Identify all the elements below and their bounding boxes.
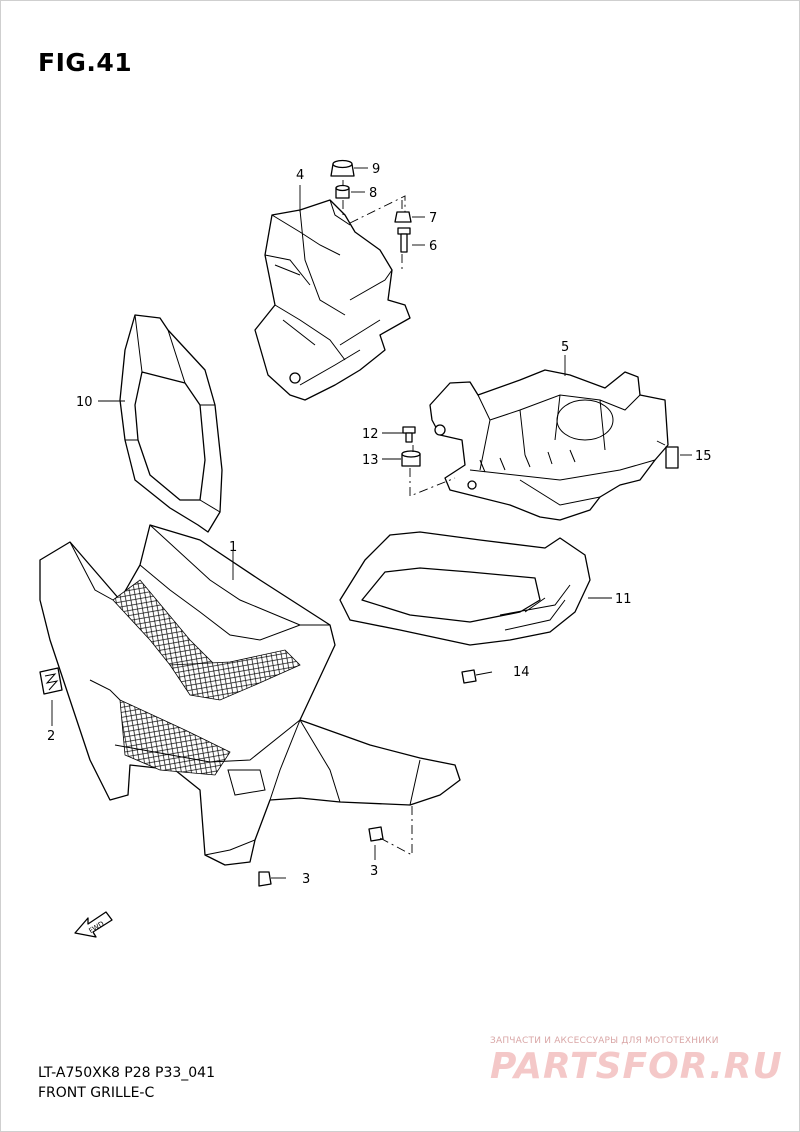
callout-12: 12 [362,427,379,442]
part-6-bolt[interactable] [397,227,411,253]
part-11-right-frame[interactable] [339,531,591,646]
part-4-upper-bracket[interactable] [254,199,411,401]
part-10-left-frame[interactable] [119,314,223,533]
part-3b-screw[interactable] [368,826,384,842]
part-3a-screw[interactable] [258,871,286,887]
part-7-nut[interactable] [394,211,412,223]
callout-1: 1 [229,540,237,555]
callout-3a: 3 [302,872,310,887]
callout-11: 11 [615,592,632,607]
watermark-logo: PARTSFOR.RU [490,1046,783,1087]
part-8-collar[interactable] [335,184,350,199]
callout-13: 13 [362,453,379,468]
callout-2: 2 [47,729,55,744]
callout-9: 9 [372,162,380,177]
callout-10: 10 [76,395,93,410]
callout-4: 4 [296,168,304,183]
callout-7: 7 [429,211,437,226]
callout-14: 14 [513,665,530,680]
part-13-grommet[interactable] [401,450,421,467]
part-2-emblem[interactable] [39,667,63,695]
callout-15: 15 [695,449,712,464]
section-name: FRONT GRILLE-C [38,1085,155,1101]
figure-title: FIG.41 [38,48,133,77]
watermark-tagline: ЗАПЧАСТИ И АКСЕССУАРЫ ДЛЯ МОТОТЕХНИКИ [490,1036,719,1046]
callout-5: 5 [561,340,569,355]
part-12-bolt[interactable] [402,426,416,443]
callout-3b: 3 [370,864,378,879]
model-code: LT-A750XK8 P28 P33_041 [38,1065,215,1081]
part-9-grommet[interactable] [330,159,355,177]
part-15-clip[interactable] [665,446,679,469]
part-14-screw[interactable] [461,669,493,684]
callout-8: 8 [369,186,377,201]
callout-6: 6 [429,239,437,254]
part-1-front-grille[interactable] [39,524,461,866]
part-5-lower-bracket[interactable] [429,369,669,521]
fwd-arrow-icon: FWD [74,911,113,938]
